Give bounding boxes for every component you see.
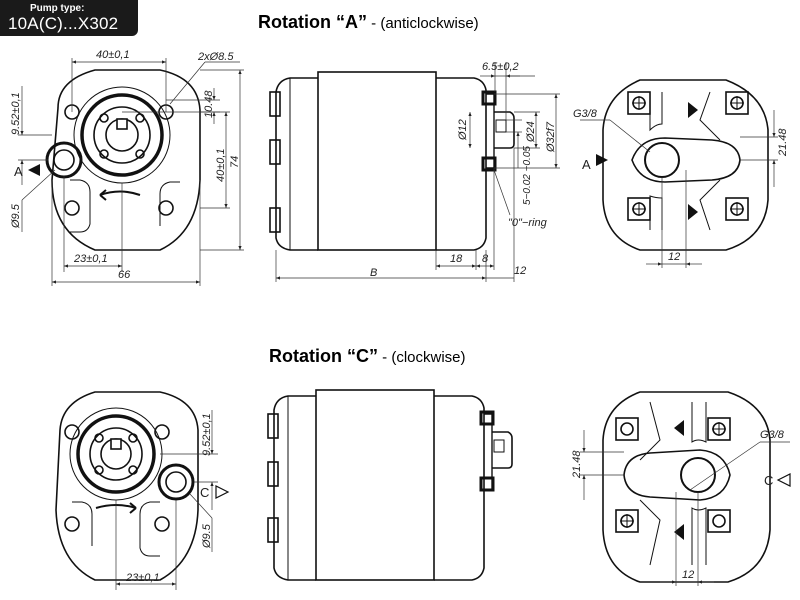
port-a-rear-label: A xyxy=(582,157,591,172)
dim-bolt-vertical-a: 40±0,1 xyxy=(215,148,227,182)
flow-arrow-icon xyxy=(674,524,684,540)
rear-view-c xyxy=(602,391,771,583)
rear-view-a xyxy=(602,79,769,251)
rear-dims-a xyxy=(580,110,778,268)
dim-top-offset-a: 10.48 xyxy=(203,90,215,118)
dim-spigot-len: 8 xyxy=(482,253,489,265)
dim-port-offset-c: 9.52±0,1 xyxy=(201,413,213,456)
pump-type-label: Pump type: xyxy=(30,3,85,14)
dim-shaft-dia: Ø12 xyxy=(457,119,469,141)
rear-body-outline xyxy=(602,79,769,251)
port-a-rear-indicator: A xyxy=(582,154,608,172)
bolt-hole xyxy=(64,516,80,532)
dim-rear-x-c: 12 xyxy=(682,569,694,581)
dim-bolt-holes-a: 2xØ8.5 xyxy=(197,51,234,63)
rotation-c-heading: Rotation “C” - (clockwise) xyxy=(269,346,466,367)
rotation-a-subtitle: - (anticlockwise) xyxy=(371,15,479,32)
port-a-indicator: A xyxy=(14,164,40,179)
dim-rear-offset-a: 21.48 xyxy=(777,128,789,157)
front-view-a xyxy=(45,69,201,251)
dim-thread-a: G3/8 xyxy=(573,108,598,120)
bolt-hole xyxy=(158,200,174,216)
dim-shaft-len: 12 xyxy=(514,265,526,277)
bolt-hole xyxy=(154,424,170,440)
bolt-hole xyxy=(154,516,170,532)
bolt-hole xyxy=(64,424,80,440)
port-c-label: C xyxy=(200,485,209,500)
side-view-c xyxy=(267,389,513,581)
front-shaft-outer xyxy=(73,86,171,184)
dim-thread-c: G3/8 xyxy=(760,429,785,441)
dim-port-x-a: 23±0,1 xyxy=(73,253,108,265)
outlet-port xyxy=(157,463,195,501)
dim-flange-len: 18 xyxy=(450,253,463,265)
pump-type-value: 10A(C)...X302 xyxy=(8,14,119,33)
rear-port xyxy=(644,142,680,178)
dim-port-dia-a: Ø9.5 xyxy=(10,203,22,229)
flow-arrow-icon xyxy=(688,102,698,118)
dim-pilot-dia: Ø24 xyxy=(525,121,537,143)
front-view-c xyxy=(55,391,199,581)
port-c-indicator: C xyxy=(200,485,230,500)
dim-spigot-dia: Ø32f7 xyxy=(545,121,557,153)
side-body xyxy=(317,71,437,251)
port-c-rear-arrow-icon xyxy=(776,473,791,487)
spigot xyxy=(486,93,495,169)
dim-height-a: 74 xyxy=(229,156,241,168)
dim-shaft-tol: 5−0.02 −0.05 xyxy=(522,146,533,205)
dim-rear-x-a: 12 xyxy=(668,251,680,263)
flow-arrow-icon xyxy=(688,204,698,220)
rotation-a-heading: Rotation “A” - (anticlockwise) xyxy=(258,12,479,33)
rotation-a-title: Rotation “A” xyxy=(258,12,367,32)
flow-arrow-icon xyxy=(674,420,684,436)
dim-port-x-c: 23±0,1 xyxy=(125,572,160,584)
front-body-outline xyxy=(51,69,201,251)
side-dims-a xyxy=(275,62,560,282)
dim-bolt-span-a: 40±0,1 xyxy=(96,49,130,61)
bolt-hole xyxy=(64,200,80,216)
shaft xyxy=(494,111,515,149)
port-a-arrow-icon xyxy=(28,164,40,176)
port-a-rear-arrow-icon xyxy=(596,154,608,166)
dim-body-len: B xyxy=(370,267,377,279)
dim-o-ring: "0"−ring xyxy=(508,217,548,229)
o-ring xyxy=(481,90,497,106)
rotation-arrow xyxy=(99,190,141,196)
inlet-port xyxy=(45,141,83,179)
dim-port-offset-a: 9.52±0,1 xyxy=(10,92,22,135)
front-dims-c xyxy=(115,410,218,590)
port-c-rear-indicator: C xyxy=(764,473,791,488)
port-c-arrow-icon xyxy=(215,485,230,499)
dim-key-width: 6.5±0,2 xyxy=(482,61,519,73)
dim-width-a: 66 xyxy=(118,269,131,281)
side-view-a xyxy=(269,71,515,251)
rear-dims-c xyxy=(580,430,790,586)
port-a-label: A xyxy=(14,164,23,179)
dim-rear-offset-c: 21.48 xyxy=(571,450,583,479)
front-dims-a xyxy=(18,58,244,286)
rotation-c-subtitle: - (clockwise) xyxy=(382,349,466,366)
rotation-c-title: Rotation “C” xyxy=(269,346,378,366)
port-c-rear-label: C xyxy=(764,473,773,488)
dim-port-dia-c: Ø9.5 xyxy=(201,523,213,549)
pump-type-badge: Pump type: 10A(C)...X302 xyxy=(0,0,138,36)
